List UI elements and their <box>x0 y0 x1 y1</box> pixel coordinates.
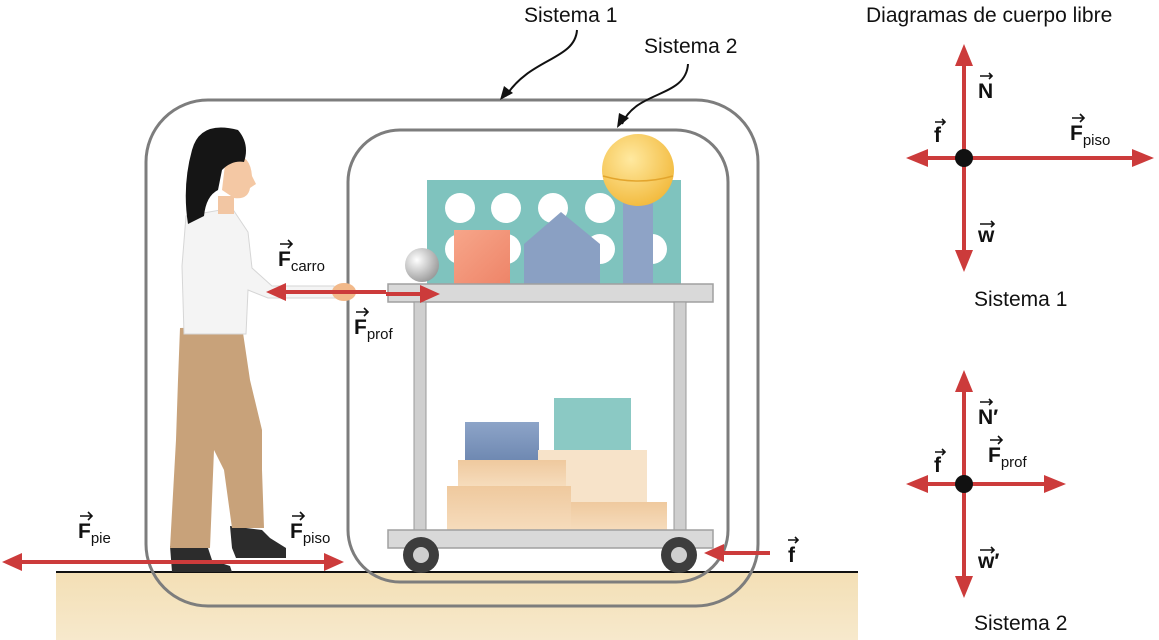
arrow-f-piso-foot <box>200 553 344 571</box>
system2-outline <box>346 128 730 584</box>
back-shoe <box>170 546 232 572</box>
system2-label: Sistema 2 <box>644 35 737 58</box>
fbd1-arrow-f <box>906 149 928 167</box>
fbd2-arrow-n <box>955 370 973 392</box>
f-piso-symbol: F <box>290 520 303 543</box>
fbd2-label-n: N′ <box>978 406 998 429</box>
system1-callout-head <box>500 86 513 100</box>
fbd2-label-F-symbol: F <box>988 444 1001 467</box>
system2-callout-head <box>617 113 629 128</box>
hair <box>185 127 246 224</box>
fbd-system2: N′ w′ f Fprof Sistema 2 <box>906 370 1067 635</box>
fbd1-arrow-n <box>955 44 973 66</box>
system1-callout <box>505 29 578 97</box>
fbd2-label-w: w′ <box>977 550 999 573</box>
fbd1-point <box>955 149 973 167</box>
system1-label: Sistema 1 <box>524 4 617 27</box>
front-shoe <box>230 526 286 558</box>
f-pie-symbol: F <box>78 520 91 543</box>
fbd-title: Diagramas de cuerpo libre <box>866 4 1112 27</box>
cart <box>387 134 714 573</box>
box-small-top <box>458 460 566 486</box>
arrow-f-pie <box>2 553 200 571</box>
svg-text:Fcarro: Fcarro <box>278 248 325 275</box>
fbd1-label-f: f <box>934 124 942 147</box>
f-prof-sub: prof <box>367 326 394 343</box>
label-f-prof: Fprof <box>354 307 394 343</box>
f-piso-sub: piso <box>303 530 331 547</box>
f-prof-symbol: F <box>354 316 367 339</box>
cart-friction-symbol: f <box>788 544 796 567</box>
woman-pushing-cart <box>170 127 356 572</box>
f-pie-sub: pie <box>91 530 111 547</box>
f-carro-symbol: F <box>278 248 291 271</box>
f-carro-sub: carro <box>291 258 325 275</box>
fbd2-arrow-w <box>955 576 973 598</box>
arrow-f-carro <box>266 283 386 301</box>
fbd1-arrow-w <box>955 250 973 272</box>
system1-outline <box>144 98 760 608</box>
fbd1-label-F-sub: piso <box>1083 132 1111 149</box>
label-f-carro: Fcarro <box>278 239 325 275</box>
pants <box>170 326 264 548</box>
svg-text:Fpie: Fpie <box>78 520 111 547</box>
fbd2-label-F-sub: prof <box>1001 454 1028 471</box>
yellow-ball <box>602 134 674 206</box>
box-large <box>447 486 571 530</box>
system2-callout <box>621 63 689 125</box>
bottom-shelf <box>387 529 714 549</box>
fbd2-arrow-fprof <box>1044 475 1066 493</box>
fbd1-label-F-symbol: F <box>1070 122 1083 145</box>
label-cart-friction: f <box>788 536 800 567</box>
cylinder <box>623 196 653 284</box>
label-f-piso-foot: Fpiso <box>290 511 330 547</box>
arrow-cart-friction <box>704 544 770 562</box>
fbd2-caption: Sistema 2 <box>974 612 1067 635</box>
wheel-left <box>403 537 439 573</box>
face <box>222 154 256 199</box>
cart-post-right <box>673 301 687 531</box>
fbd2-arrow-f <box>906 475 928 493</box>
orange-box <box>454 230 510 284</box>
svg-text:Fprof: Fprof <box>354 316 394 343</box>
fbd2-point <box>955 475 973 493</box>
box-right <box>571 502 667 530</box>
fbd2-label-f: f <box>934 454 942 477</box>
fbd1-label-w: w <box>977 224 995 247</box>
svg-text:Fpiso: Fpiso <box>290 520 330 547</box>
svg-text:Fpiso: Fpiso <box>1070 122 1110 149</box>
house-block <box>524 212 600 284</box>
blue-box <box>465 422 539 460</box>
neck <box>218 196 234 214</box>
fbd1-caption: Sistema 1 <box>974 288 1067 311</box>
fbd-system1: N w f Fpiso Sistema 1 <box>906 44 1154 311</box>
fbd1-arrow-fpiso <box>1132 149 1154 167</box>
yellow-ball-line <box>602 175 674 182</box>
label-f-pie: Fpie <box>78 511 111 547</box>
fbd1-label-n: N <box>978 80 993 103</box>
grey-ball <box>405 248 439 282</box>
teal-box <box>554 398 631 452</box>
cart-post-left <box>413 301 427 531</box>
arrow-f-prof <box>386 285 440 303</box>
svg-text:Fprof: Fprof <box>988 444 1028 471</box>
wheel-right <box>661 537 697 573</box>
